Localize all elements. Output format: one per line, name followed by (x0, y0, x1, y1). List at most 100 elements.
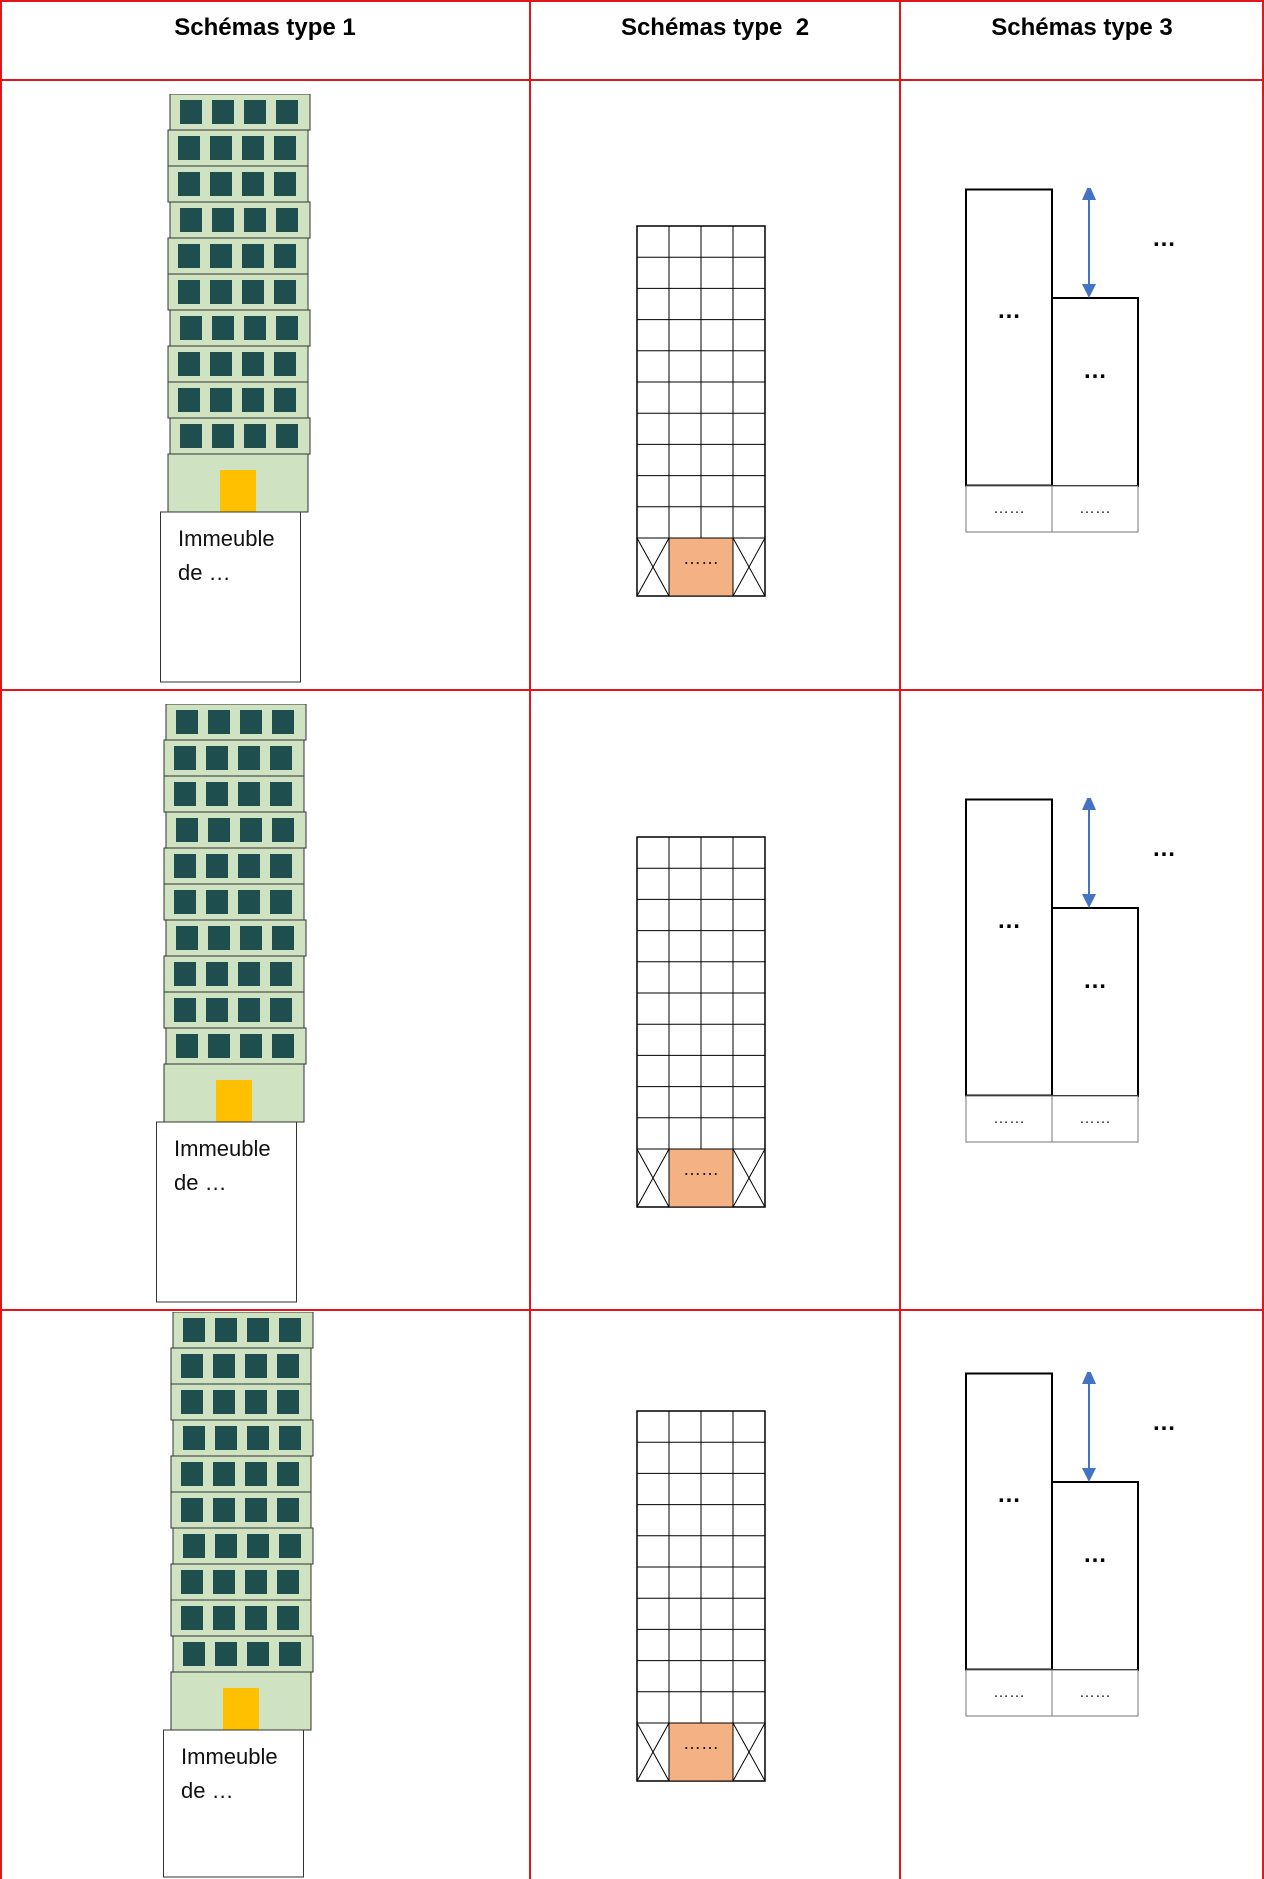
height-comparison-diagram: ………………… (964, 1372, 1184, 1792)
window-icon (270, 782, 292, 806)
header-type-3: Schémas type 3 (900, 14, 1264, 42)
window-icon (183, 1318, 205, 1342)
window-icon (208, 710, 230, 734)
building-label-line1: Immeuble (181, 1744, 278, 1769)
window-icon (176, 710, 198, 734)
window-icon (206, 782, 228, 806)
arrow-head-up-icon (1082, 1372, 1096, 1384)
window-icon (247, 1534, 269, 1558)
tall-block-label: … (997, 907, 1021, 934)
header-type-1: Schémas type 1 (0, 14, 530, 42)
window-icon (244, 316, 266, 340)
window-icon (238, 962, 260, 986)
door-icon (216, 1080, 252, 1122)
window-icon (279, 1426, 301, 1450)
window-icon (213, 1390, 235, 1414)
window-icon (213, 1462, 235, 1486)
window-icon (238, 998, 260, 1022)
window-icon (181, 1354, 203, 1378)
height-difference-label: … (1152, 835, 1176, 862)
table-divider (0, 79, 1264, 81)
window-icon (213, 1606, 235, 1630)
table-divider (0, 689, 1264, 691)
window-icon (277, 1354, 299, 1378)
window-icon (215, 1642, 237, 1666)
window-icon (176, 818, 198, 842)
arrow-head-up-icon (1082, 188, 1096, 200)
window-icon (176, 926, 198, 950)
window-icon (242, 172, 264, 196)
arrow-head-down-icon (1082, 894, 1096, 908)
window-icon (277, 1390, 299, 1414)
window-icon (176, 1034, 198, 1058)
window-icon (274, 388, 296, 412)
window-icon (274, 352, 296, 376)
building-grid-diagram: …… (636, 1410, 796, 1855)
window-icon (270, 998, 292, 1022)
height-comparison-diagram: ………………… (964, 798, 1184, 1218)
table-border-left (0, 0, 2, 1879)
window-icon (277, 1498, 299, 1522)
short-block (1052, 1482, 1138, 1670)
window-icon (174, 998, 196, 1022)
building-illustration: Immeublede … (156, 704, 336, 1304)
window-icon (210, 244, 232, 268)
window-icon (206, 854, 228, 878)
window-icon (210, 352, 232, 376)
window-icon (245, 1570, 267, 1594)
window-icon (210, 136, 232, 160)
row-2: Immeublede … …… ………………… (0, 690, 1264, 1308)
header-type-2: Schémas type 2 (530, 14, 900, 42)
window-icon (240, 1034, 262, 1058)
window-icon (213, 1570, 235, 1594)
window-icon (213, 1354, 235, 1378)
window-icon (245, 1390, 267, 1414)
building-grid-diagram: …… (636, 225, 796, 670)
window-icon (272, 926, 294, 950)
window-icon (242, 388, 264, 412)
window-icon (180, 100, 202, 124)
window-icon (213, 1498, 235, 1522)
base-left-label: …… (993, 500, 1025, 517)
window-icon (208, 926, 230, 950)
table-divider (529, 0, 531, 1879)
window-icon (274, 280, 296, 304)
window-icon (277, 1606, 299, 1630)
window-icon (174, 854, 196, 878)
short-block-label: … (1083, 967, 1107, 994)
window-icon (181, 1462, 203, 1486)
window-icon (274, 136, 296, 160)
window-icon (247, 1318, 269, 1342)
window-icon (247, 1642, 269, 1666)
base-right-label: …… (1079, 1110, 1111, 1127)
base-right-label: …… (1079, 1684, 1111, 1701)
window-icon (206, 998, 228, 1022)
entrance-label: …… (683, 1733, 719, 1753)
building-grid-diagram: …… (636, 836, 796, 1281)
base-left-label: …… (993, 1684, 1025, 1701)
window-icon (270, 890, 292, 914)
window-icon (215, 1318, 237, 1342)
window-icon (183, 1426, 205, 1450)
window-icon (183, 1534, 205, 1558)
window-icon (279, 1534, 301, 1558)
window-icon (270, 854, 292, 878)
window-icon (212, 100, 234, 124)
entrance-label: …… (683, 1159, 719, 1179)
window-icon (242, 352, 264, 376)
window-icon (240, 710, 262, 734)
building-label-line2: de … (181, 1778, 234, 1803)
window-icon (245, 1354, 267, 1378)
window-icon (276, 424, 298, 448)
tall-block (966, 190, 1052, 486)
window-icon (178, 352, 200, 376)
window-icon (215, 1534, 237, 1558)
window-icon (276, 100, 298, 124)
window-icon (178, 388, 200, 412)
window-icon (181, 1606, 203, 1630)
window-icon (174, 962, 196, 986)
window-icon (274, 244, 296, 268)
short-block-label: … (1083, 1541, 1107, 1568)
window-icon (244, 100, 266, 124)
